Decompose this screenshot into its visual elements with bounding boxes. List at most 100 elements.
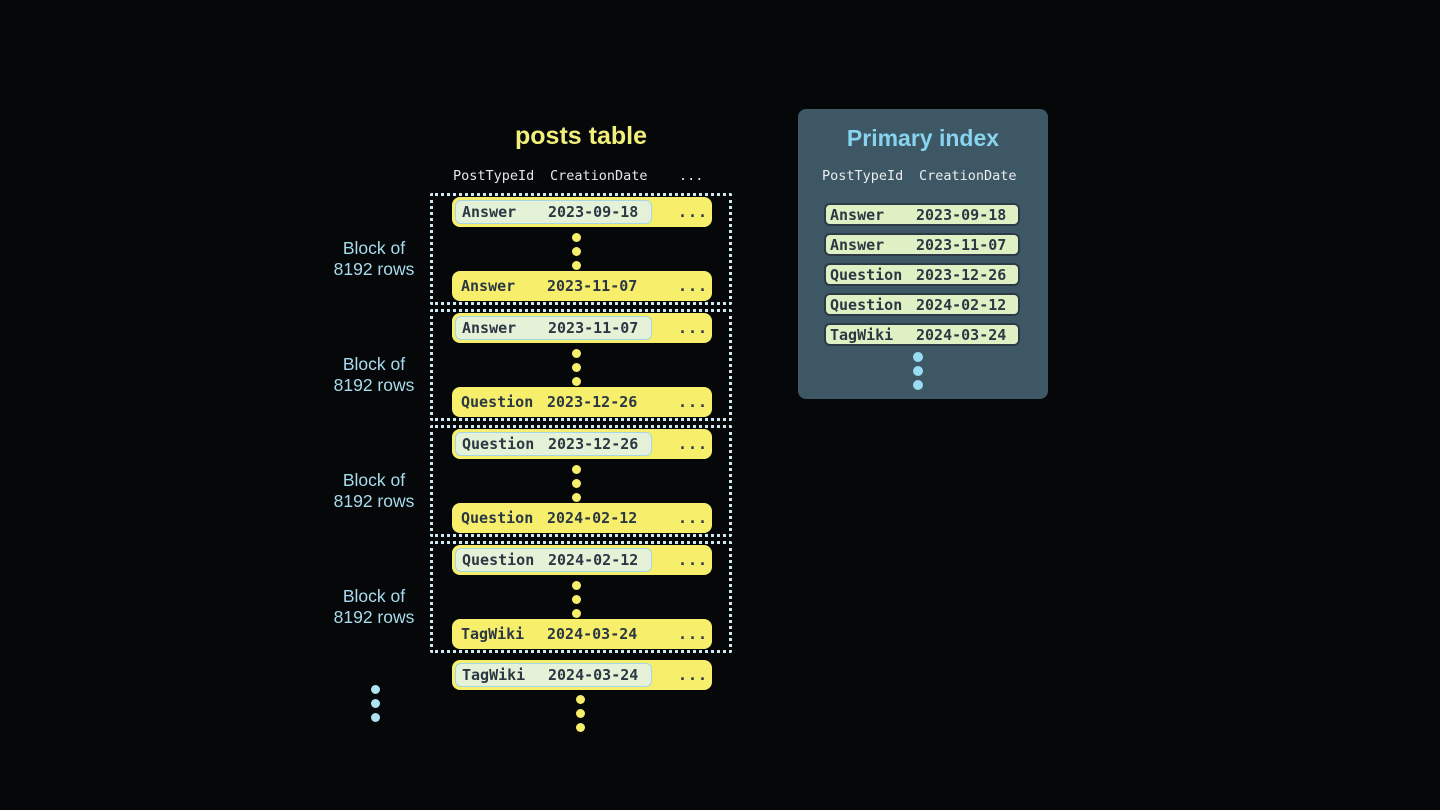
row-creationdate: 2023-09-18 <box>548 203 639 221</box>
row-posttypeid: Answer <box>461 277 516 295</box>
table-block: Answer 2023-11-07 ... Question 2023-12-26 … <box>430 309 732 421</box>
dot <box>572 493 581 502</box>
index-entry-highlight: Question 2024-02-12 <box>455 548 652 572</box>
row-creationdate: 2023-11-07 <box>547 277 638 295</box>
dot <box>576 695 585 704</box>
row-ellipsis: ... <box>678 277 709 295</box>
dot <box>572 247 581 256</box>
continuation-dots <box>572 349 581 391</box>
dot <box>572 233 581 242</box>
row-posttypeid: Question <box>462 551 535 569</box>
table-row-last: Answer 2023-11-07 ... <box>452 271 712 301</box>
table-row-next-block-first: TagWiki 2024-03-24 ... <box>452 660 712 690</box>
dot <box>913 366 923 376</box>
index-row: Answer 2023-09-18 <box>824 203 1020 226</box>
dot <box>572 261 581 270</box>
table-row-last: TagWiki 2024-03-24 ... <box>452 619 712 649</box>
dot <box>572 581 581 590</box>
row-creationdate: 2024-02-12 <box>548 551 639 569</box>
row-posttypeid: TagWiki <box>461 625 525 643</box>
dot <box>371 685 380 694</box>
row-creationdate: 2023-11-07 <box>548 319 639 337</box>
row-creationdate: 2023-12-26 <box>916 265 1007 284</box>
row-creationdate: 2023-12-26 <box>547 393 638 411</box>
dot <box>572 377 581 386</box>
dot <box>371 713 380 722</box>
posts-column-posttypeid: PostTypeId <box>453 168 535 184</box>
dot <box>576 709 585 718</box>
index-row: Question 2024-02-12 <box>824 293 1020 316</box>
dot <box>572 363 581 372</box>
index-column-creationdate: CreationDate <box>919 168 1017 184</box>
index-entry-highlight: Answer 2023-09-18 <box>455 200 652 224</box>
dot <box>572 609 581 618</box>
index-column-posttypeid: PostTypeId <box>822 168 904 184</box>
row-posttypeid: Answer <box>830 235 885 254</box>
continuation-dots <box>913 352 923 394</box>
block-label: Block of 8192 rows <box>333 470 415 511</box>
index-row: Answer 2023-11-07 <box>824 233 1020 256</box>
index-row: TagWiki 2024-03-24 <box>824 323 1020 346</box>
dot <box>913 380 923 390</box>
row-creationdate: 2024-03-24 <box>547 625 638 643</box>
primary-index-panel: Primary index PostTypeId CreationDate An… <box>798 109 1048 399</box>
row-posttypeid: Answer <box>830 205 885 224</box>
row-creationdate: 2023-12-26 <box>548 435 639 453</box>
row-posttypeid: TagWiki <box>830 325 894 344</box>
row-posttypeid: TagWiki <box>462 666 526 684</box>
dot <box>913 352 923 362</box>
row-creationdate: 2024-03-24 <box>548 666 639 684</box>
row-ellipsis: ... <box>678 319 709 337</box>
table-block: Question 2024-02-12 ... TagWiki 2024-03-24… <box>430 541 732 653</box>
row-creationdate: 2024-02-12 <box>916 295 1007 314</box>
table-block: Answer 2023-09-18 ... Answer 2023-11-07 ..… <box>430 193 732 305</box>
row-ellipsis: ... <box>678 666 709 684</box>
row-ellipsis: ... <box>678 203 709 221</box>
row-posttypeid: Question <box>461 393 534 411</box>
table-row-first: Question 2024-02-12 ... <box>452 545 712 575</box>
posts-column-ellipsis: ... <box>679 168 704 184</box>
row-creationdate: 2024-02-12 <box>547 509 638 527</box>
posts-column-creationdate: CreationDate <box>550 168 648 184</box>
row-creationdate: 2023-11-07 <box>916 235 1007 254</box>
block-label: Block of 8192 rows <box>333 586 415 627</box>
index-row: Question 2023-12-26 <box>824 263 1020 286</box>
row-posttypeid: Question <box>830 295 903 314</box>
index-entry-highlight: Question 2023-12-26 <box>455 432 652 456</box>
index-entry-highlight: TagWiki 2024-03-24 <box>455 663 652 687</box>
block-label: Block of 8192 rows <box>333 354 415 395</box>
row-ellipsis: ... <box>678 551 709 569</box>
continuation-dots <box>572 233 581 275</box>
row-posttypeid: Answer <box>462 319 517 337</box>
row-ellipsis: ... <box>678 625 709 643</box>
dot <box>576 723 585 732</box>
table-block: Question 2023-12-26 ... Question 2024-02-1… <box>430 425 732 537</box>
dot <box>572 465 581 474</box>
continuation-dots <box>576 695 585 737</box>
row-ellipsis: ... <box>678 393 709 411</box>
row-posttypeid: Question <box>462 435 535 453</box>
table-row-last: Question 2023-12-26 ... <box>452 387 712 417</box>
row-posttypeid: Question <box>461 509 534 527</box>
continuation-dots <box>572 465 581 507</box>
table-row-last: Question 2024-02-12 ... <box>452 503 712 533</box>
table-row-first: Answer 2023-11-07 ... <box>452 313 712 343</box>
primary-index-title: Primary index <box>846 125 1000 151</box>
dot <box>572 479 581 488</box>
block-label: Block of 8192 rows <box>333 238 415 279</box>
continuation-dots <box>371 685 380 727</box>
row-ellipsis: ... <box>678 509 709 527</box>
posts-table-title: posts table <box>515 122 647 150</box>
row-posttypeid: Question <box>830 265 903 284</box>
index-entry-highlight: Answer 2023-11-07 <box>455 316 652 340</box>
table-row-first: Question 2023-12-26 ... <box>452 429 712 459</box>
row-ellipsis: ... <box>678 435 709 453</box>
continuation-dots <box>572 581 581 623</box>
row-posttypeid: Answer <box>462 203 517 221</box>
dot <box>572 595 581 604</box>
dot <box>371 699 380 708</box>
table-row-first: Answer 2023-09-18 ... <box>452 197 712 227</box>
row-creationdate: 2023-09-18 <box>916 205 1007 224</box>
row-creationdate: 2024-03-24 <box>916 325 1007 344</box>
